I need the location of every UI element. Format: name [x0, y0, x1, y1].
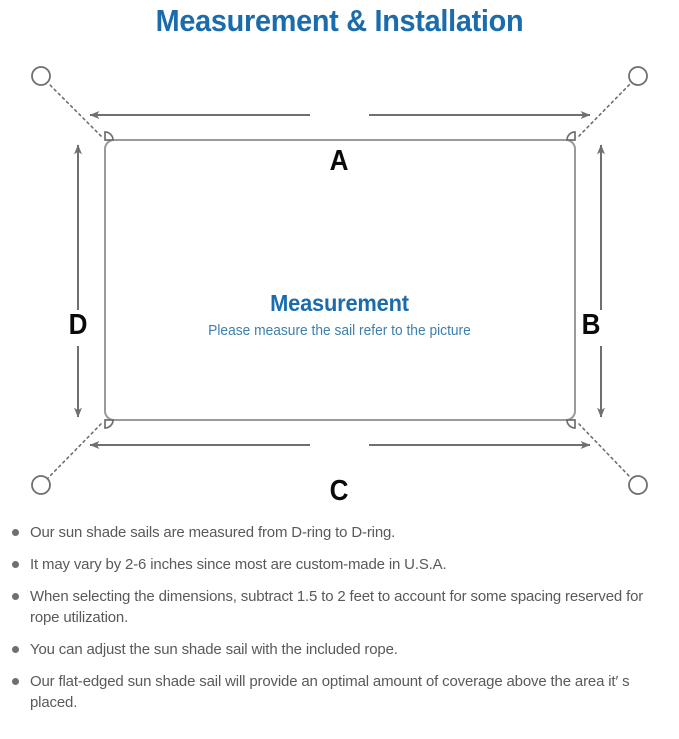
bullet-icon — [12, 646, 19, 653]
note-item: It may vary by 2-6 inches since most are… — [0, 554, 679, 575]
bullet-icon — [12, 678, 19, 685]
anchor-point-bottom-left — [31, 475, 51, 495]
anchor-point-top-right — [628, 66, 648, 86]
d-ring-bottom-right — [566, 419, 576, 429]
page-title: Measurement & Installation — [155, 3, 524, 38]
d-ring-bottom-left — [104, 419, 114, 429]
dimension-label-b: B — [581, 309, 601, 341]
dimension-label-d: D — [68, 309, 88, 341]
rope-line-top-left — [47, 82, 102, 137]
rope-line-top-right — [578, 82, 632, 137]
anchor-point-bottom-right — [628, 475, 648, 495]
sail-rectangle — [104, 139, 576, 421]
d-ring-top-right — [566, 131, 576, 141]
note-text: Our sun shade sails are measured from D-… — [30, 524, 396, 541]
dimension-label-a: A — [329, 145, 349, 177]
note-item: Our flat-edged sun shade sail will provi… — [0, 671, 679, 713]
notes-list: Our sun shade sails are measured from D-… — [0, 522, 679, 724]
note-item: You can adjust the sun shade sail with t… — [0, 639, 679, 660]
note-item: Our sun shade sails are measured from D-… — [0, 522, 679, 543]
note-text: Our flat-edged sun shade sail will provi… — [30, 673, 630, 711]
bullet-icon — [12, 529, 19, 536]
measurement-diagram: A B C D Measurement Please measure the s… — [0, 46, 679, 516]
anchor-point-top-left — [31, 66, 51, 86]
rope-line-bottom-left — [47, 423, 102, 479]
note-text: You can adjust the sun shade sail with t… — [30, 641, 398, 658]
d-ring-top-left — [104, 131, 114, 141]
note-text: When selecting the dimensions, subtract … — [30, 588, 644, 626]
note-text: It may vary by 2-6 inches since most are… — [30, 556, 447, 573]
dimension-label-c: C — [329, 475, 349, 507]
note-item: When selecting the dimensions, subtract … — [0, 586, 679, 628]
bullet-icon — [12, 561, 19, 568]
diagram-svg — [31, 66, 648, 495]
rope-line-bottom-right — [578, 423, 632, 479]
bullet-icon — [12, 593, 19, 600]
